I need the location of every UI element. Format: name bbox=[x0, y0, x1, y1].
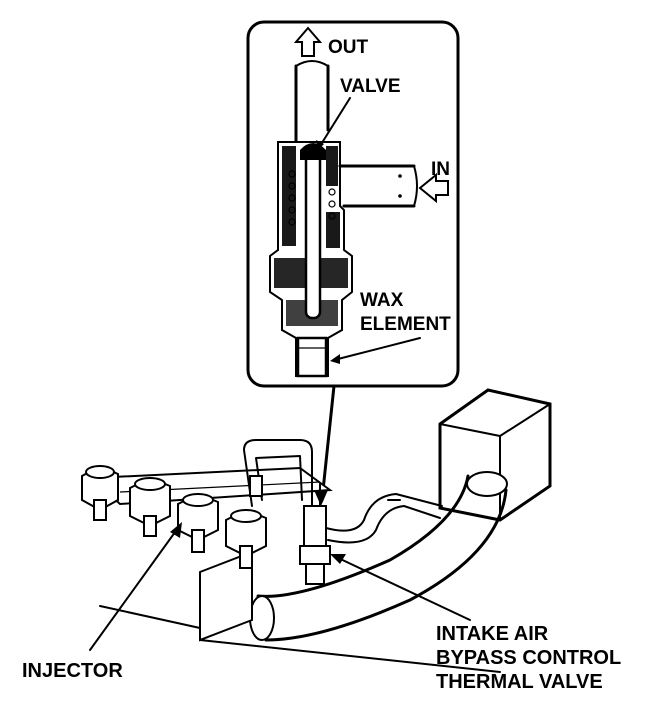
label-valve: VALVE bbox=[340, 76, 401, 97]
label-thermal-line2: BYPASS CONTROL bbox=[436, 647, 621, 669]
label-thermal-line1: INTAKE AIR bbox=[436, 623, 549, 645]
injector-1 bbox=[81, 464, 119, 521]
inset-pointer-line bbox=[320, 384, 336, 502]
air-cleaner-box bbox=[438, 388, 552, 522]
injector-3 bbox=[177, 492, 219, 553]
valve-leader-line bbox=[319, 97, 351, 147]
bypass-hose-upper bbox=[243, 439, 313, 507]
bypass-hose-to-cleaner bbox=[325, 493, 443, 544]
label-out: OUT bbox=[328, 37, 369, 58]
label-wax-line1: WAX bbox=[360, 290, 404, 311]
intake-manifold bbox=[99, 550, 501, 673]
injector-leader-line bbox=[89, 527, 179, 651]
thermal-valve-body bbox=[299, 479, 331, 585]
thermal-valve-leader-line bbox=[333, 555, 471, 621]
injector-2 bbox=[129, 476, 171, 537]
label-injector: INJECTOR bbox=[22, 660, 123, 682]
spring-left bbox=[288, 170, 296, 226]
label-in: IN bbox=[431, 159, 450, 180]
injector-4 bbox=[225, 508, 267, 569]
in-arrow-icon bbox=[418, 172, 449, 204]
intake-duct bbox=[249, 471, 508, 642]
wax-leader-line bbox=[333, 337, 421, 361]
label-wax-line2: ELEMENT bbox=[360, 314, 451, 335]
spring-right bbox=[328, 188, 336, 220]
valve-cutaway bbox=[269, 60, 418, 378]
label-thermal-line3: THERMAL VALVE bbox=[436, 671, 603, 693]
out-arrow-icon bbox=[293, 26, 323, 57]
